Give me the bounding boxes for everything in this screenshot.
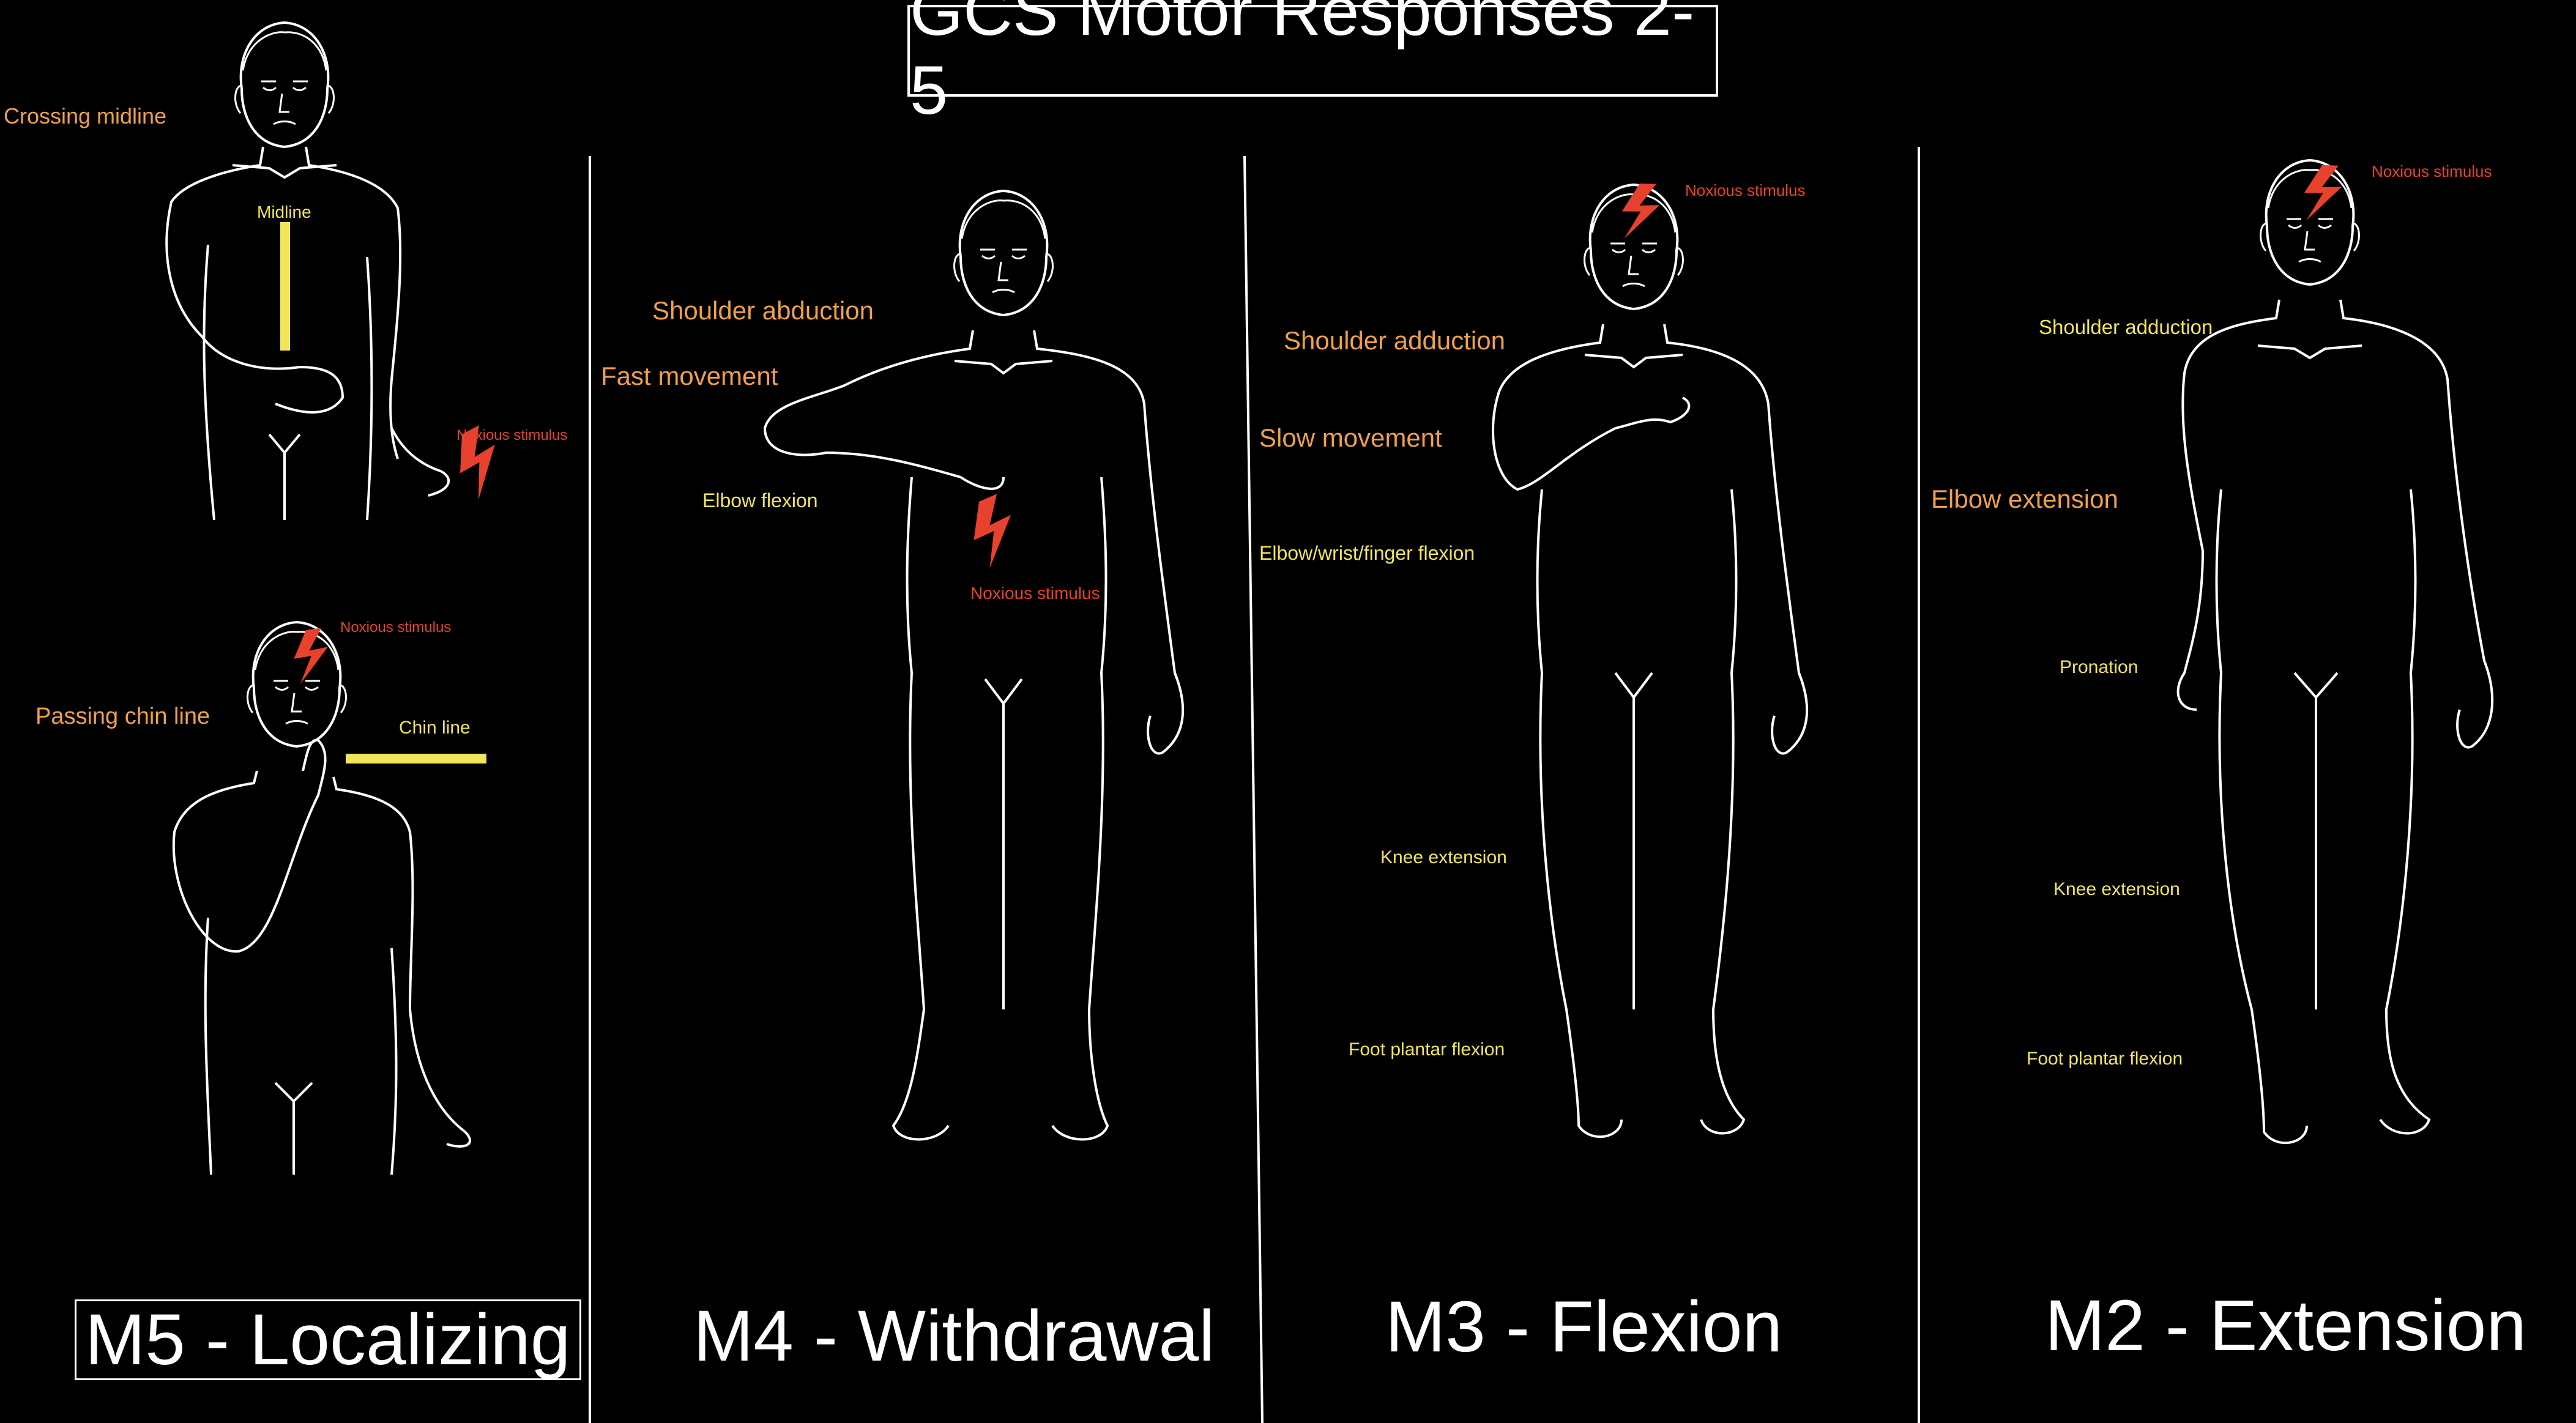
label-shoulder-adduction: Shoulder adduction	[1284, 326, 1505, 355]
panel-title-m3: M3 - Flexion	[1385, 1287, 1783, 1367]
label-crossing-midline: Crossing midline	[4, 103, 167, 128]
noxious-stimulus-icon	[970, 492, 1016, 570]
chin-line-bar	[346, 754, 486, 764]
label-noxious-stimulus: Noxious stimulus	[970, 584, 1100, 603]
label-knee-extension: Knee extension	[2053, 879, 2180, 899]
noxious-stimulus-icon	[2295, 157, 2348, 228]
label-elbow-flexion: Elbow flexion	[702, 489, 818, 511]
label-slow-movement: Slow movement	[1259, 423, 1442, 452]
panel-title-m4: M4 - Withdrawal	[693, 1296, 1215, 1377]
label-noxious-stimulus: Noxious stimulus	[456, 427, 568, 444]
label-shoulder-abduction: Shoulder abduction	[652, 296, 874, 325]
label-pronation: Pronation	[2060, 657, 2139, 677]
label-elbow-wrist-finger-flexion: Elbow/wrist/finger flexion	[1259, 542, 1475, 564]
label-noxious-stimulus: Noxious stimulus	[340, 619, 452, 636]
label-knee-extension: Knee extension	[1380, 847, 1507, 868]
panel-title-m2: M2 - Extension	[2045, 1285, 2526, 1366]
label-chin-line: Chin line	[399, 718, 471, 738]
figure-withdrawal	[765, 190, 1183, 1140]
label-fast-movement: Fast movement	[601, 362, 778, 390]
label-foot-plantar-flexion: Foot plantar flexion	[2027, 1049, 2183, 1069]
label-noxious-stimulus: Noxious stimulus	[1685, 181, 1806, 199]
page-title: GCS Motor Responses 2-5	[907, 0, 1718, 128]
label-passing-chin-line: Passing chin line	[35, 704, 210, 729]
figure-flexion	[1493, 184, 1807, 1137]
label-shoulder-adduction: Shoulder adduction	[2039, 316, 2213, 338]
panel-separators	[590, 147, 1919, 1423]
label-foot-plantar-flexion: Foot plantar flexion	[1349, 1039, 1505, 1060]
label-noxious-stimulus: Noxious stimulus	[2372, 162, 2492, 180]
label-midline: Midline	[257, 202, 311, 221]
label-elbow-extension: Elbow extension	[1931, 485, 2118, 513]
figure-localizing-chin	[174, 621, 470, 1175]
figure-extension	[2178, 159, 2493, 1143]
panel-title-m5: M5 - Localizing	[75, 1299, 581, 1380]
midline-bar	[280, 222, 290, 351]
figure-localizing-midline	[166, 21, 449, 520]
